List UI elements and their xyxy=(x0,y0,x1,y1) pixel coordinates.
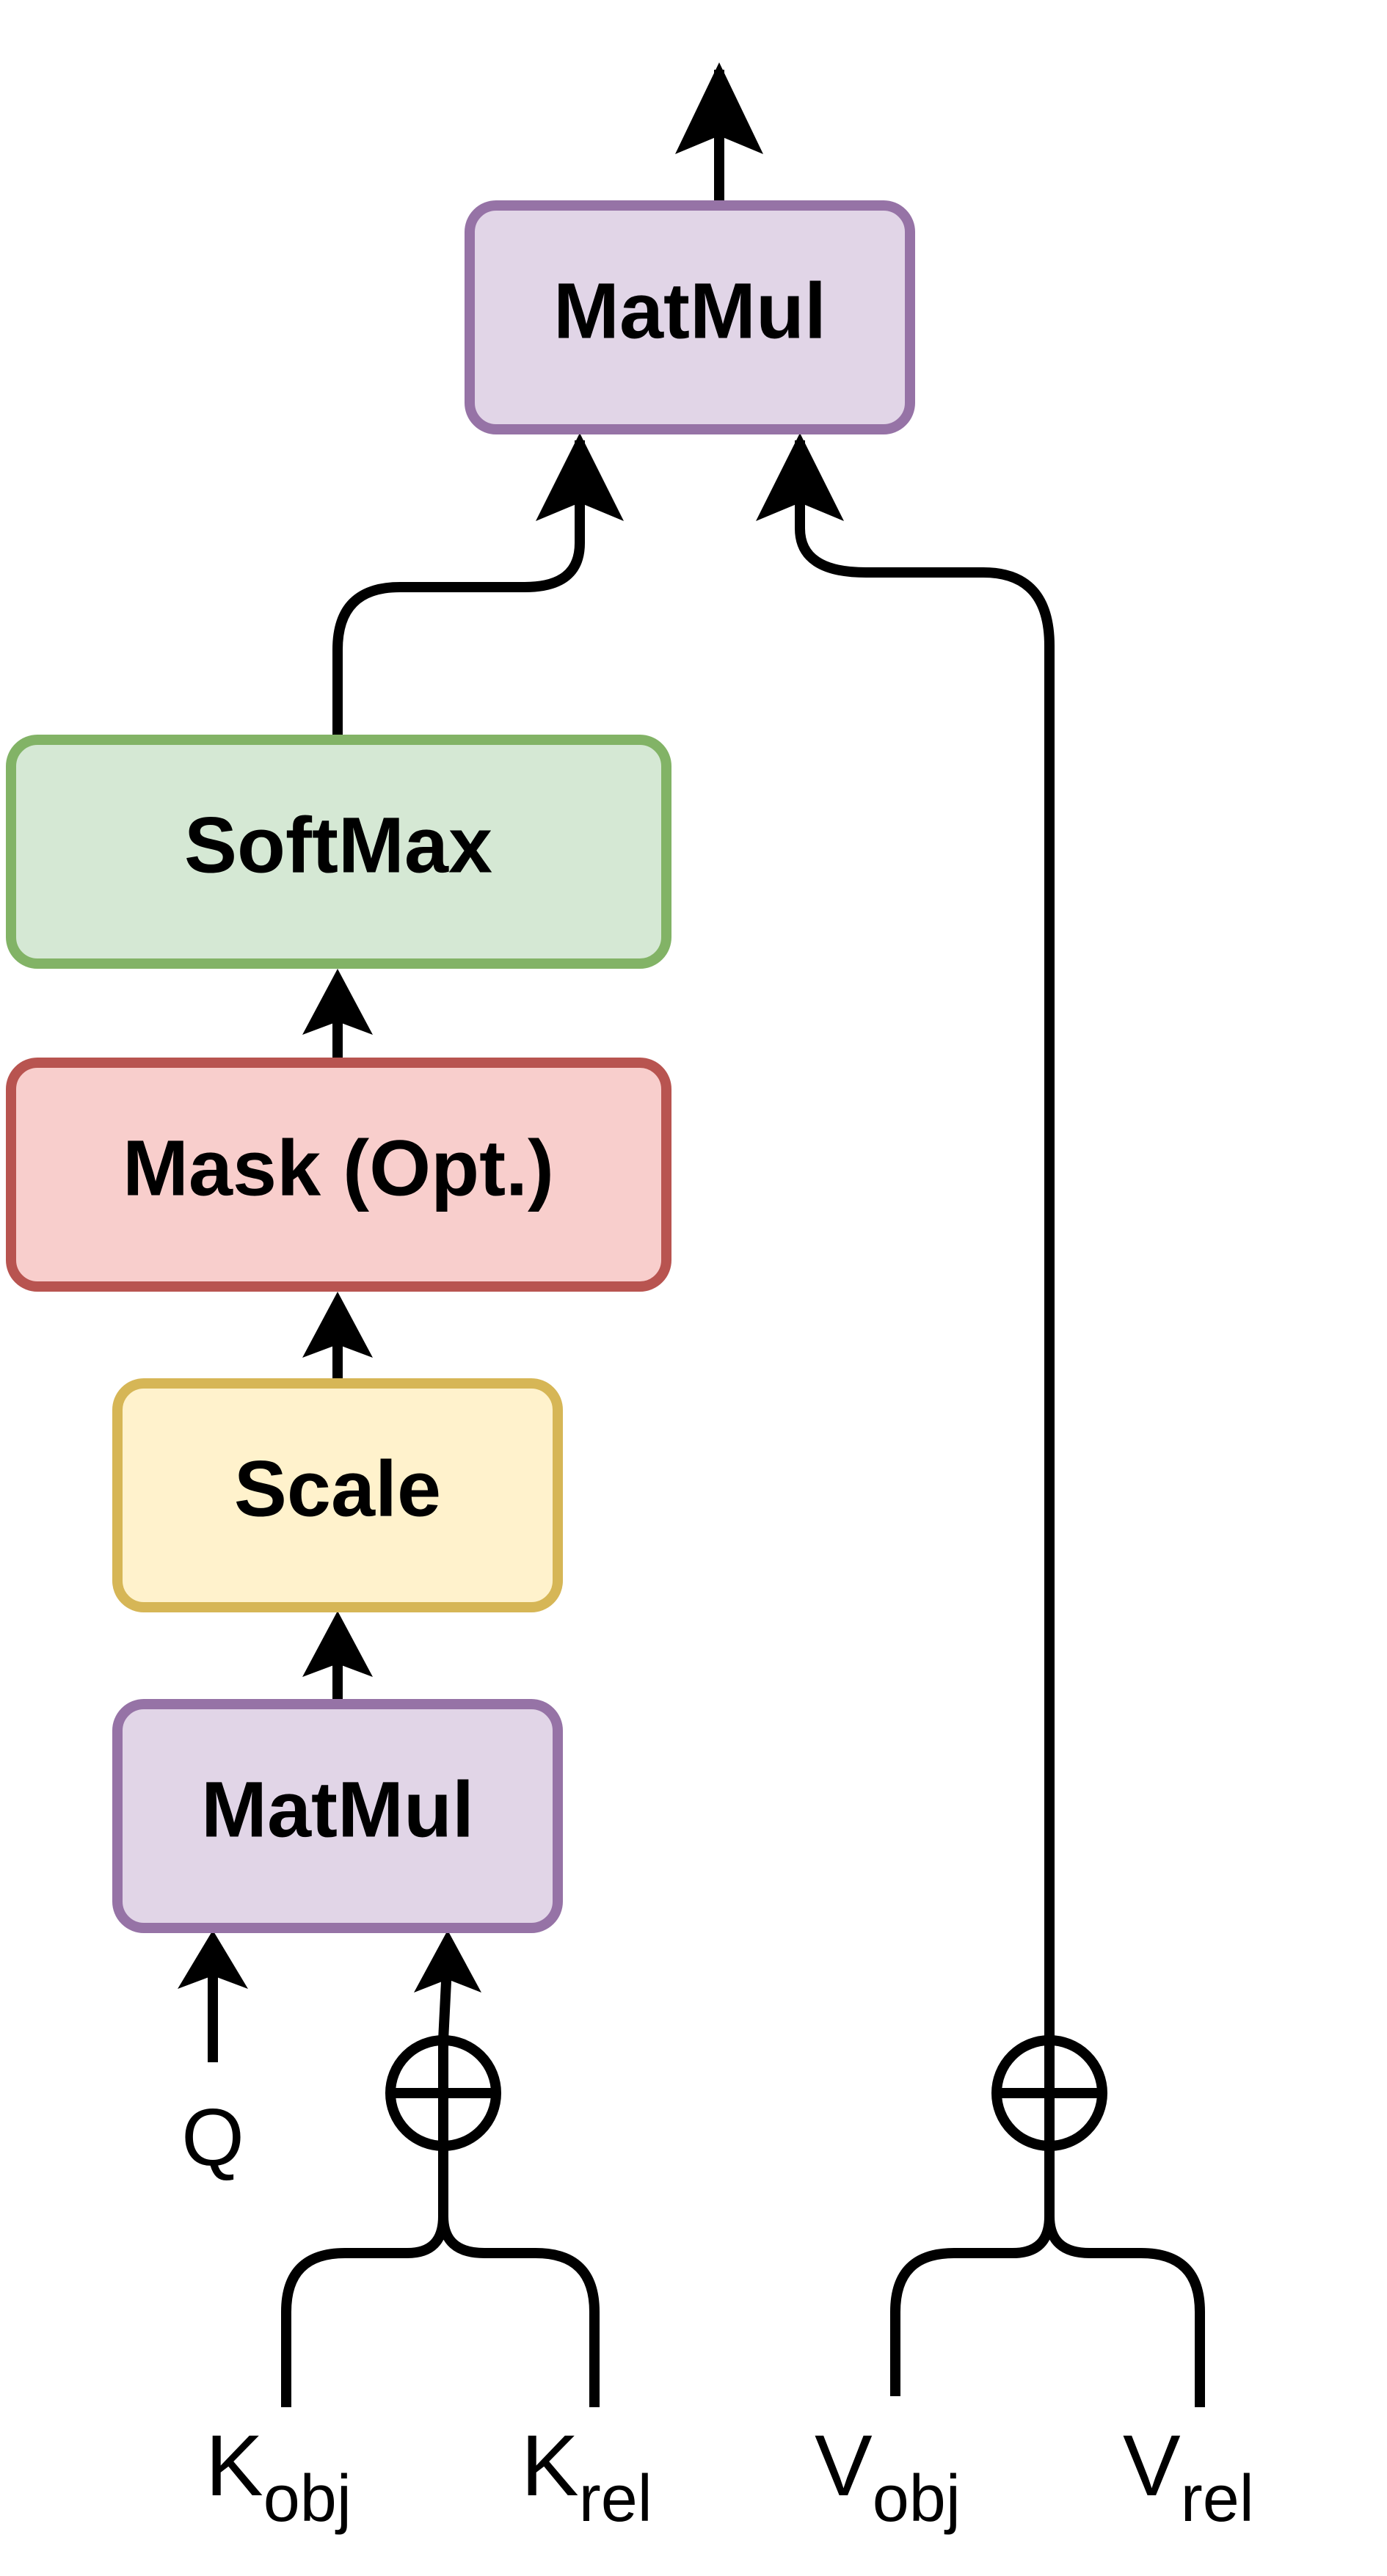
mask-block: Mask (Opt.) xyxy=(6,1058,671,1292)
scale-label: Scale xyxy=(234,1444,441,1533)
v-rel-subscript: rel xyxy=(1181,2462,1254,2536)
k-obj-subscript: obj xyxy=(263,2462,352,2536)
mask-label: Mask (Opt.) xyxy=(123,1124,554,1212)
matmul-bottom-block: MatMul xyxy=(112,1699,563,1933)
v-rel-main: V xyxy=(1123,2417,1181,2514)
q-input-label: Q xyxy=(181,2092,244,2183)
k-obj-main: K xyxy=(205,2417,263,2514)
k-obj-input-edge xyxy=(281,2044,448,2407)
v-obj-main: V xyxy=(815,2417,873,2514)
v-obj-input-label: Vobj xyxy=(815,2417,961,2536)
q-to-matmul-arrowhead xyxy=(178,1930,248,1989)
v-obj-subscript: obj xyxy=(873,2462,961,2536)
v-rel-input-label: Vrel xyxy=(1123,2417,1254,2536)
scale-to-mask-arrowhead xyxy=(302,1292,373,1358)
softmax-block: SoftMax xyxy=(6,735,671,969)
k-obj-input-label: Kobj xyxy=(205,2417,352,2536)
softmax-label: SoftMax xyxy=(184,801,492,889)
output-arrowhead xyxy=(675,62,763,154)
k-to-matmul-arrowhead xyxy=(414,1930,481,1993)
k-sum-operator xyxy=(385,2035,501,2151)
k-rel-main: K xyxy=(521,2417,579,2514)
scale-block: Scale xyxy=(112,1378,563,1612)
matmul-bottom-label: MatMul xyxy=(201,1765,474,1854)
k-rel-input-label: Krel xyxy=(521,2417,652,2536)
v-rel-input-edge xyxy=(1044,2216,1205,2407)
v-obj-input-edge xyxy=(890,2044,1055,2396)
k-rel-subscript: rel xyxy=(579,2462,652,2536)
v-to-matmul-edge xyxy=(795,440,1055,2040)
k-rel-input-edge xyxy=(438,2216,600,2407)
v-sum-operator xyxy=(991,2035,1107,2151)
softmax-to-matmul-edge xyxy=(332,440,585,740)
softmax-to-matmul-arrowhead xyxy=(536,433,624,521)
matmul-to-scale-arrowhead xyxy=(302,1611,373,1677)
matmul-top-block: MatMul xyxy=(465,200,915,434)
matmul-top-label: MatMul xyxy=(553,266,826,355)
connections xyxy=(178,62,1205,2407)
mask-to-softmax-arrowhead xyxy=(302,969,373,1035)
v-to-matmul-arrowhead xyxy=(756,433,844,521)
